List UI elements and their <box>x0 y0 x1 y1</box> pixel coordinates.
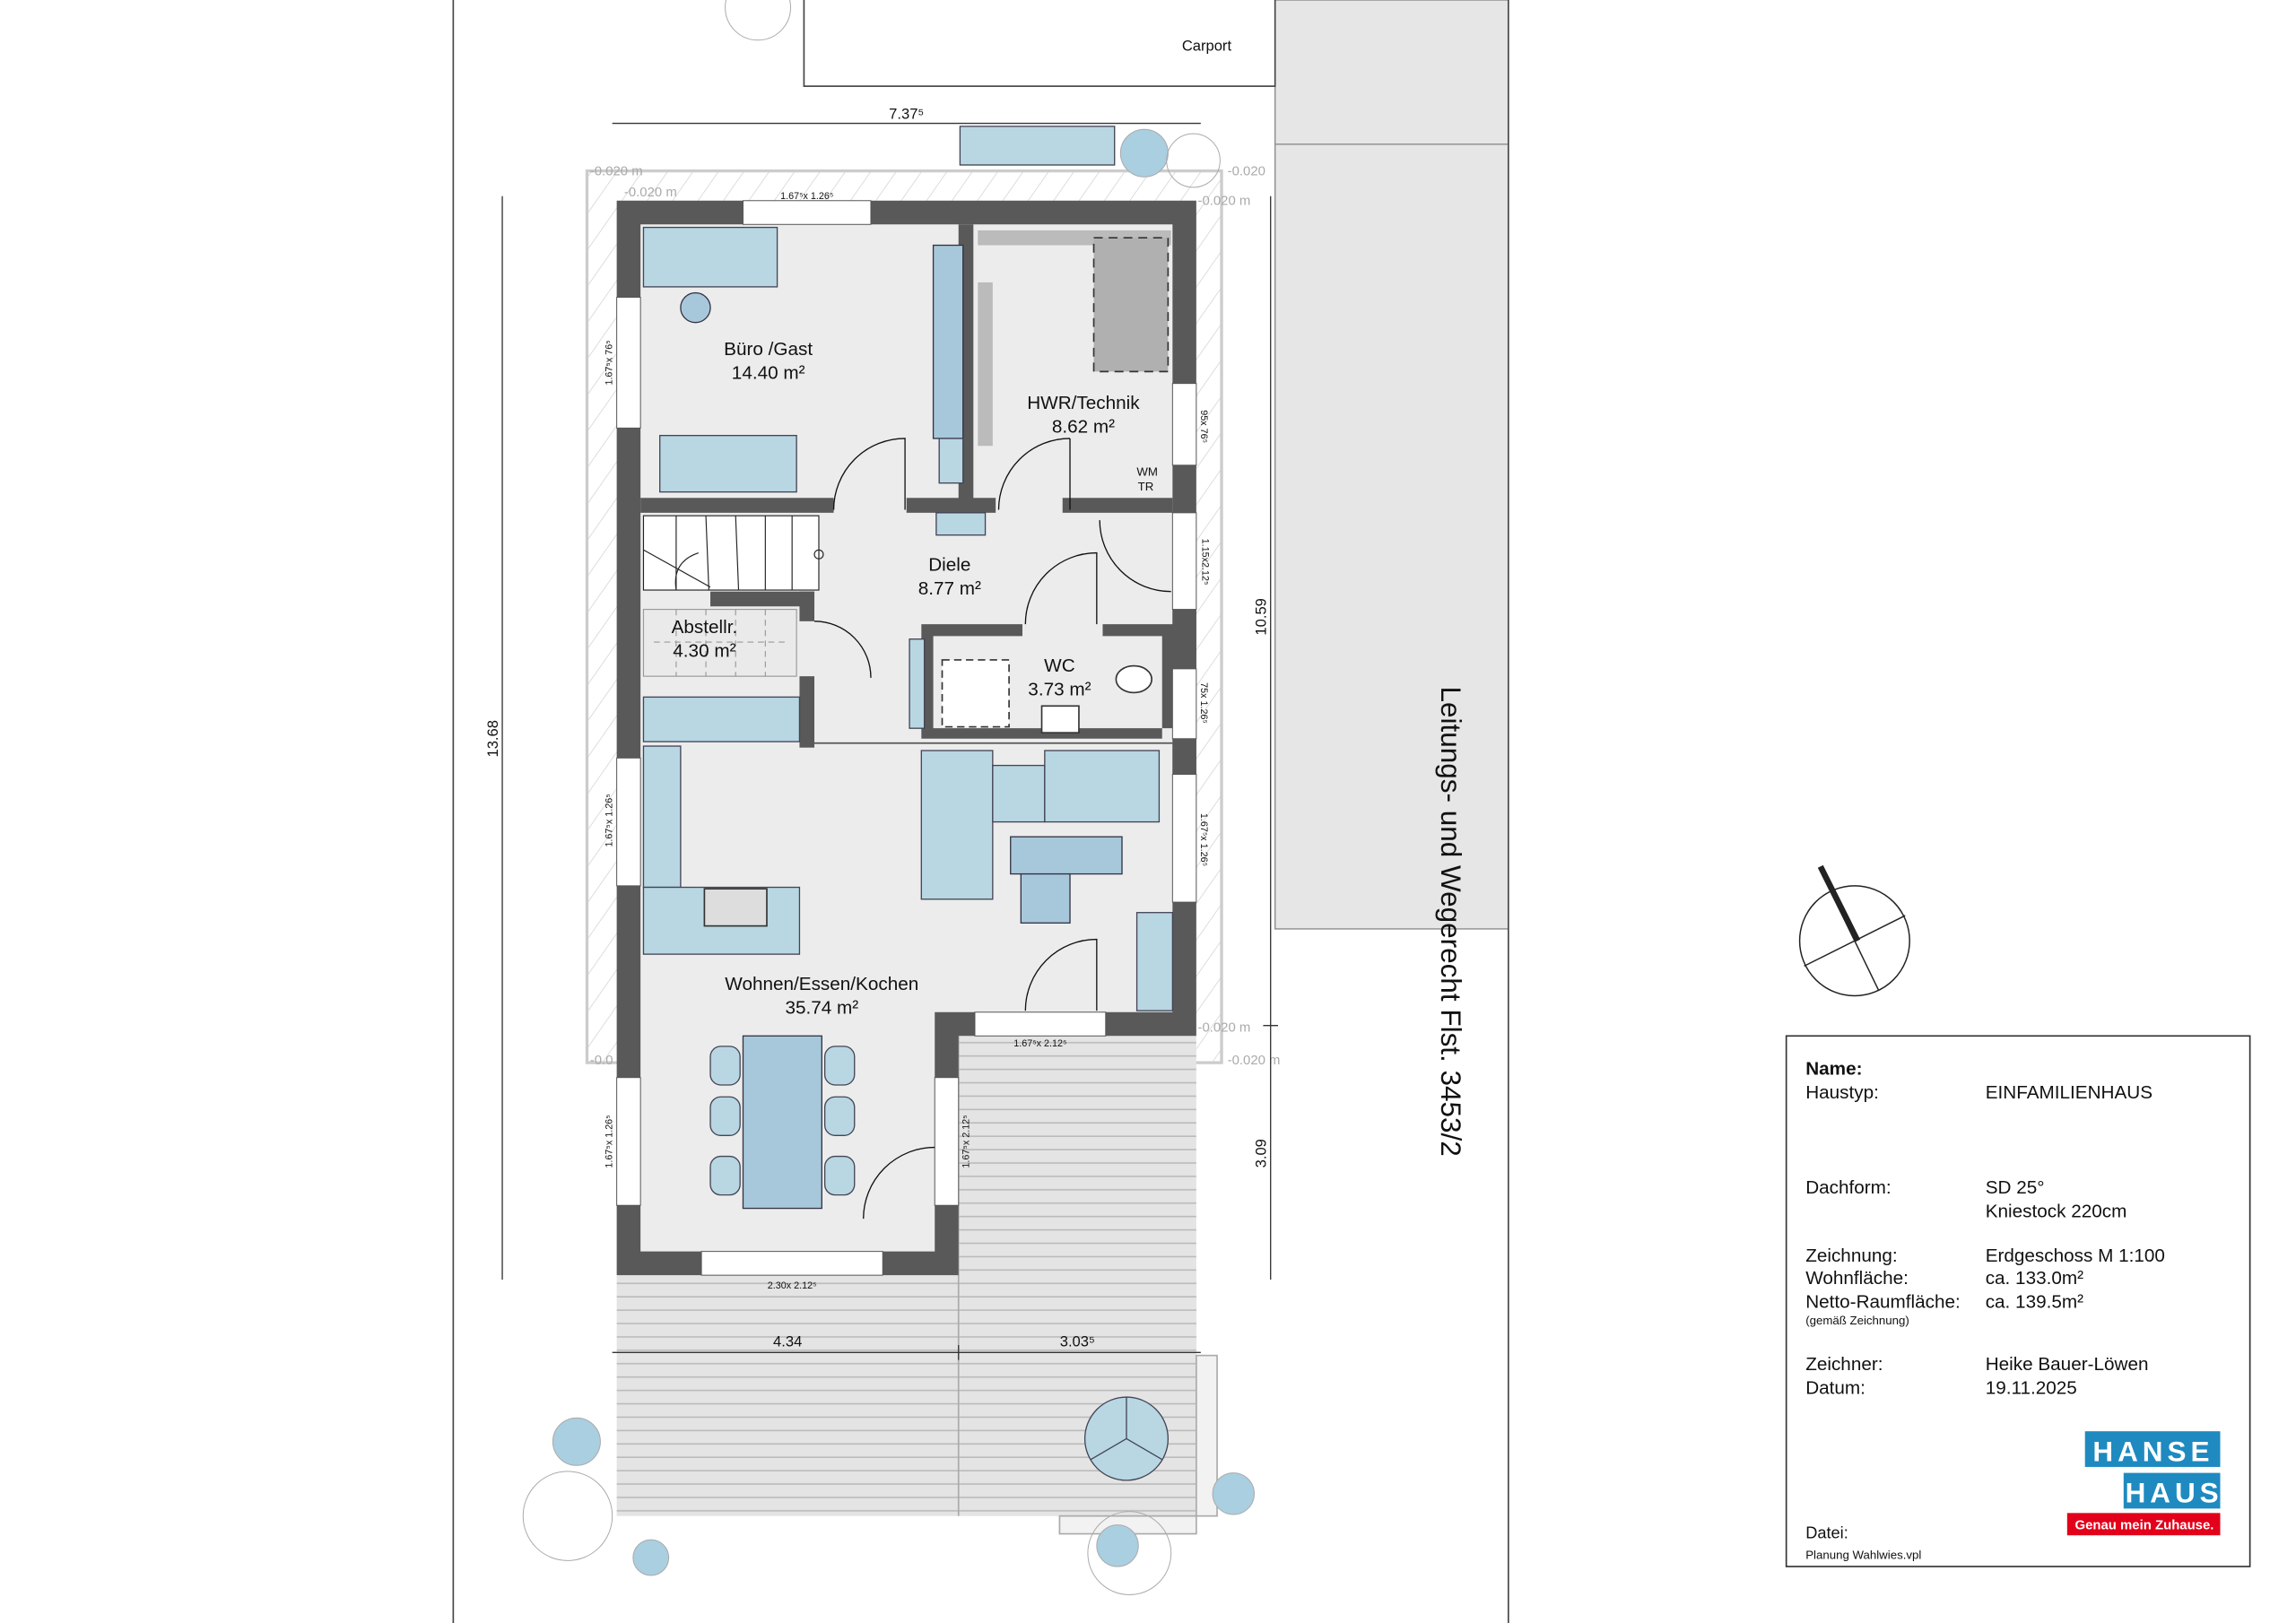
kniestock-value: Kniestock 220cm <box>1986 1201 2127 1221</box>
zeichner-value: Heike Bauer-Löwen <box>1986 1354 2149 1375</box>
wall <box>906 498 996 513</box>
logo-slogan: Genau mein Zuhause. <box>2075 1519 2214 1533</box>
dimension-left: 13.68 <box>484 720 501 757</box>
datum-label: Datum: <box>1805 1378 1866 1399</box>
wall <box>710 591 815 607</box>
room-name: Abstellr. <box>672 617 738 638</box>
haustyp-value: EINFAMILIENHAUS <box>1986 1082 2152 1103</box>
wc-walls <box>921 624 1174 739</box>
netto-note: (gemäß Zeichnung) <box>1805 1314 1909 1327</box>
room-area: 8.77 m² <box>918 578 981 599</box>
room-area: 8.62 m² <box>1052 416 1115 437</box>
opening-label: 1.67⁵x 2.12⁵ <box>961 1115 971 1167</box>
level-label: -0.020 m <box>1198 195 1251 209</box>
zeichnung-value: Erdgeschoss M 1:100 <box>1986 1245 2165 1266</box>
dimension-right-upper: 10.59 <box>1253 598 1270 635</box>
netto-value: ca. 139.5m² <box>1986 1292 2083 1313</box>
doors <box>814 438 1171 1219</box>
carport-label: Carport <box>1182 37 1232 54</box>
opening-label: 1.67⁵x 1.26⁵ <box>1198 813 1209 866</box>
staircase <box>642 515 824 677</box>
zeichnung-label: Zeichnung: <box>1805 1245 1897 1266</box>
level-label: -0.020 m <box>590 165 643 179</box>
opening-labels: 1.67⁵x 1.26⁵ 1.67⁵x 76⁵ 95x 76⁵ 1.15x2.1… <box>604 191 1211 1291</box>
hanse-haus-logo: HANSE HAUS Genau mein Zuhause. <box>2066 1431 2223 1536</box>
dimension-bottom-left: 4.34 <box>773 1333 802 1350</box>
dachform-value: SD 25° <box>1986 1177 2045 1198</box>
level-label: -0.020 <box>1228 165 1265 179</box>
level-label: -0.020 m <box>624 186 677 200</box>
datum-value: 19.11.2025 <box>1986 1378 2077 1399</box>
zeichner-label: Zeichner: <box>1805 1354 1883 1375</box>
terrace-south <box>616 1275 1196 1516</box>
wall <box>799 676 815 748</box>
logo-line2: HAUS <box>2126 1478 2223 1509</box>
furniture <box>642 126 1174 1481</box>
opening-label: 1.67⁵x 1.26⁵ <box>780 191 833 202</box>
haustyp-label: Haustyp: <box>1805 1082 1879 1103</box>
easement-label: Leitungs- und Wegerecht Flst. 3453/2 <box>1435 687 1466 1157</box>
opening-label: 2.30x 2.12⁵ <box>768 1280 817 1291</box>
wohnflaeche-label: Wohnfläche: <box>1805 1268 1909 1289</box>
room-name: Diele <box>928 554 970 575</box>
wall <box>799 591 815 621</box>
carport <box>803 0 1276 87</box>
easement-strip <box>1274 0 1509 930</box>
opening-label: 1.67⁵x 1.26⁵ <box>604 1115 615 1167</box>
opening-label: 1.67⁵x 76⁵ <box>604 340 615 385</box>
appliance-label: TR <box>1138 480 1154 493</box>
windows <box>616 200 1197 1276</box>
opening-label: 1.67⁵x 2.12⁵ <box>1013 1038 1066 1049</box>
wall <box>640 498 834 513</box>
logo-line1: HANSE <box>2092 1436 2213 1467</box>
dachform-label: Dachform: <box>1805 1177 1891 1198</box>
dimension-right-lower: 3.09 <box>1253 1139 1270 1167</box>
netto-label: Netto-Raumfläche: <box>1805 1292 1961 1313</box>
wall <box>1062 498 1173 513</box>
opening-label: 1.67⁵x 1.26⁵ <box>604 794 615 846</box>
room-name: Büro /Gast <box>724 339 813 360</box>
dimension-lines <box>501 122 1278 1360</box>
opening-label: 1.15x2.12⁵ <box>1199 539 1210 586</box>
name-label: Name: <box>1805 1058 1862 1079</box>
level-label: -0.020 m <box>1228 1054 1281 1068</box>
step <box>1196 1354 1218 1517</box>
room-name: WC <box>1044 655 1075 676</box>
appliance-label: WM <box>1136 464 1158 478</box>
datei-label: Datei: <box>1805 1524 1848 1542</box>
wohnflaeche-value: ca. 133.0m² <box>1986 1268 2083 1289</box>
wall <box>1172 738 1196 775</box>
room-area: 3.73 m² <box>1028 680 1091 700</box>
dimension-bottom-right: 3.03⁵ <box>1060 1333 1095 1350</box>
north-arrow-icon <box>1798 864 1910 997</box>
opening-label: 75x 1.26⁵ <box>1198 682 1209 724</box>
room-area: 4.30 m² <box>673 641 735 662</box>
trees <box>522 0 1255 1596</box>
datei-value: Planung Wahlwies.vpl <box>1805 1549 1921 1562</box>
opening-label: 95x 76⁵ <box>1198 410 1209 443</box>
title-block: Name: Haustyp: EINFAMILIENHAUS Dachform:… <box>1785 1035 2251 1567</box>
room-name: HWR/Technik <box>1027 393 1140 413</box>
level-label: -0.0 <box>590 1054 613 1068</box>
wall <box>1172 609 1196 669</box>
room-area: 14.40 m² <box>732 363 805 384</box>
room-labels: Büro /Gast 14.40 m² HWR/Technik 8.62 m² … <box>672 339 1158 1018</box>
dimension-top: 7.37⁵ <box>889 106 924 123</box>
room-name: Wohnen/Essen/Kochen <box>725 974 918 994</box>
level-label: -0.020 m <box>1198 1020 1251 1035</box>
room-area: 35.74 m² <box>785 997 858 1018</box>
